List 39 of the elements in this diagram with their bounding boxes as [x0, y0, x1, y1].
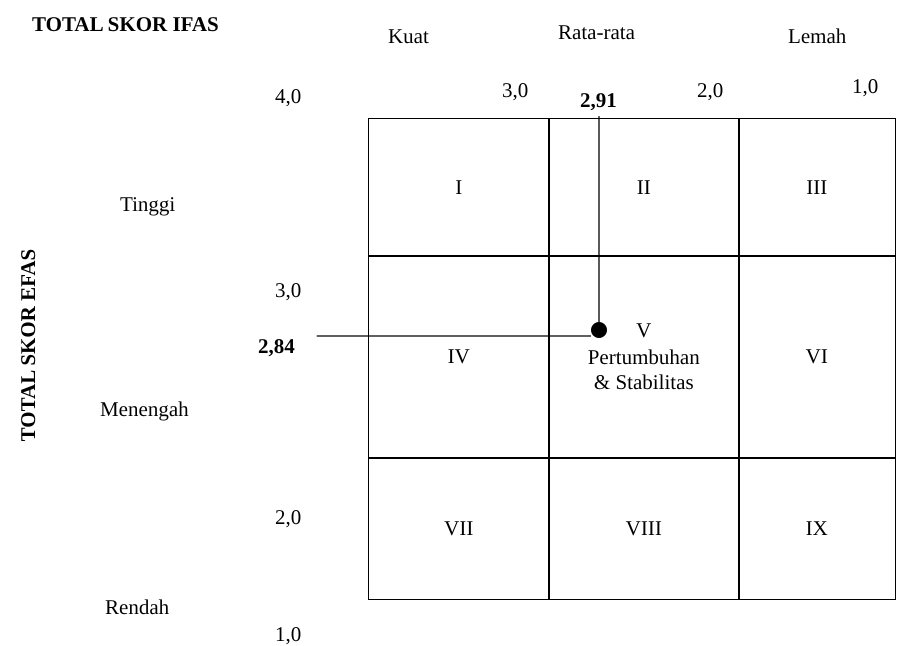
matrix-cell	[548, 118, 740, 256]
axis-category: Tinggi	[120, 192, 176, 216]
axis-tick-label: 3,0	[275, 278, 302, 302]
axis-tick-label: 2,0	[275, 505, 302, 530]
score-value: 2,91	[580, 88, 617, 112]
position-dot	[590, 322, 606, 338]
cell-numeral: IV	[448, 344, 470, 370]
leader-line	[598, 116, 600, 322]
matrix-cell	[738, 255, 896, 458]
axis-tick-label: 2,0	[697, 78, 724, 102]
cell-numeral: VI	[806, 344, 828, 370]
matrix-cell	[368, 255, 550, 458]
axis-tick-label: 1,0	[852, 74, 878, 98]
matrix-cell	[738, 457, 896, 600]
cell-numeral: V	[636, 318, 652, 344]
axis-title: TOTAL SKOR EFAS	[16, 248, 40, 442]
score-value: 2,84	[258, 334, 295, 358]
axis-tick-label: 3,0	[502, 78, 528, 102]
cell-numeral: I	[455, 174, 462, 200]
matrix-cell	[548, 457, 740, 600]
axis-title: TOTAL SKOR IFAS	[32, 12, 219, 36]
matrix-cell	[368, 457, 550, 600]
matrix-cell	[738, 118, 896, 256]
axis-category: Lemah	[788, 24, 846, 48]
axis-category: Rendah	[105, 595, 170, 620]
matrix-cell	[548, 255, 740, 458]
axis-category: Kuat	[388, 24, 429, 48]
strategy-text: Pertumbuhan & Stabilitas	[586, 345, 701, 396]
cell-numeral: III	[806, 174, 828, 200]
cell-numeral: VII	[444, 516, 474, 541]
cell-numeral: VIII	[626, 516, 662, 541]
axis-tick-label: 1,0	[275, 622, 302, 646]
cell-numeral: IX	[806, 516, 828, 541]
matrix-cell	[368, 118, 550, 256]
cell-numeral: II	[636, 174, 651, 200]
axis-tick-label: 4,0	[275, 84, 302, 108]
axis-category: Menengah	[100, 397, 189, 422]
axis-category: Rata-rata	[558, 20, 635, 44]
leader-line	[316, 335, 591, 337]
